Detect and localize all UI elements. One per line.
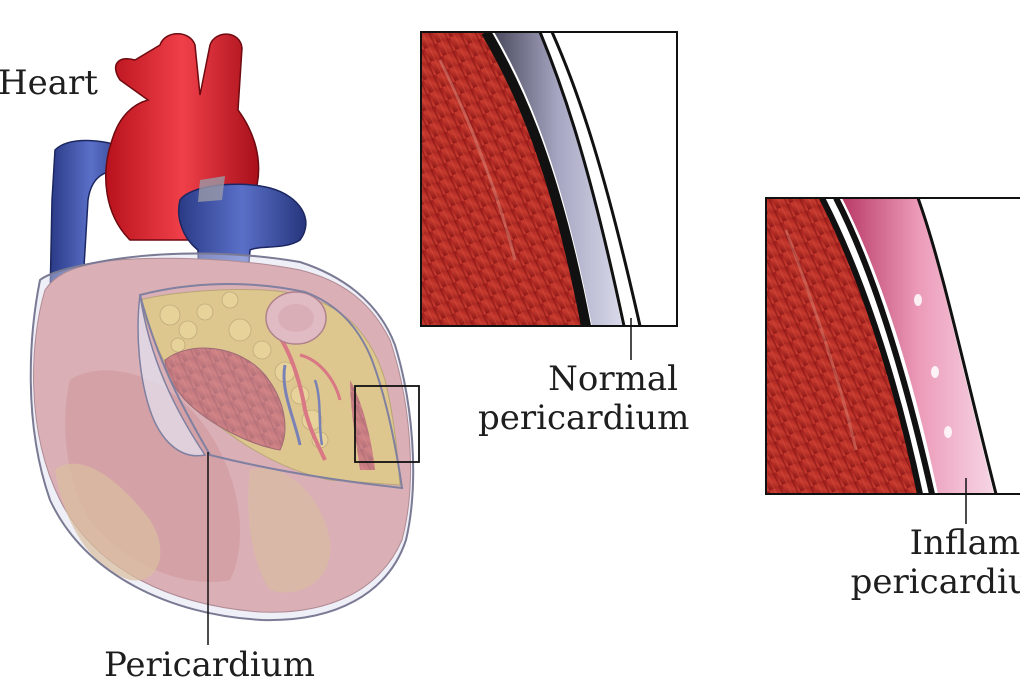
heart-illustration <box>29 33 420 645</box>
inflamed-label-line1: Inflamed <box>909 523 1020 563</box>
normal-label-line2: pericardium <box>478 398 690 439</box>
pericardium-label: Pericardium <box>104 645 315 685</box>
inflamed-pericardium-inset <box>765 197 1020 524</box>
inset-marker-box <box>354 385 420 463</box>
inflamed-pericardium-label: Inflamed pericardium <box>822 523 1020 603</box>
inflamed-label-line2: pericardium <box>850 562 1020 603</box>
normal-pericardium-label: Normal pericardium <box>478 359 690 439</box>
heart-label: Heart <box>0 63 98 103</box>
normal-label-line1: Normal <box>548 359 678 399</box>
normal-pericardium-inset <box>420 31 678 360</box>
